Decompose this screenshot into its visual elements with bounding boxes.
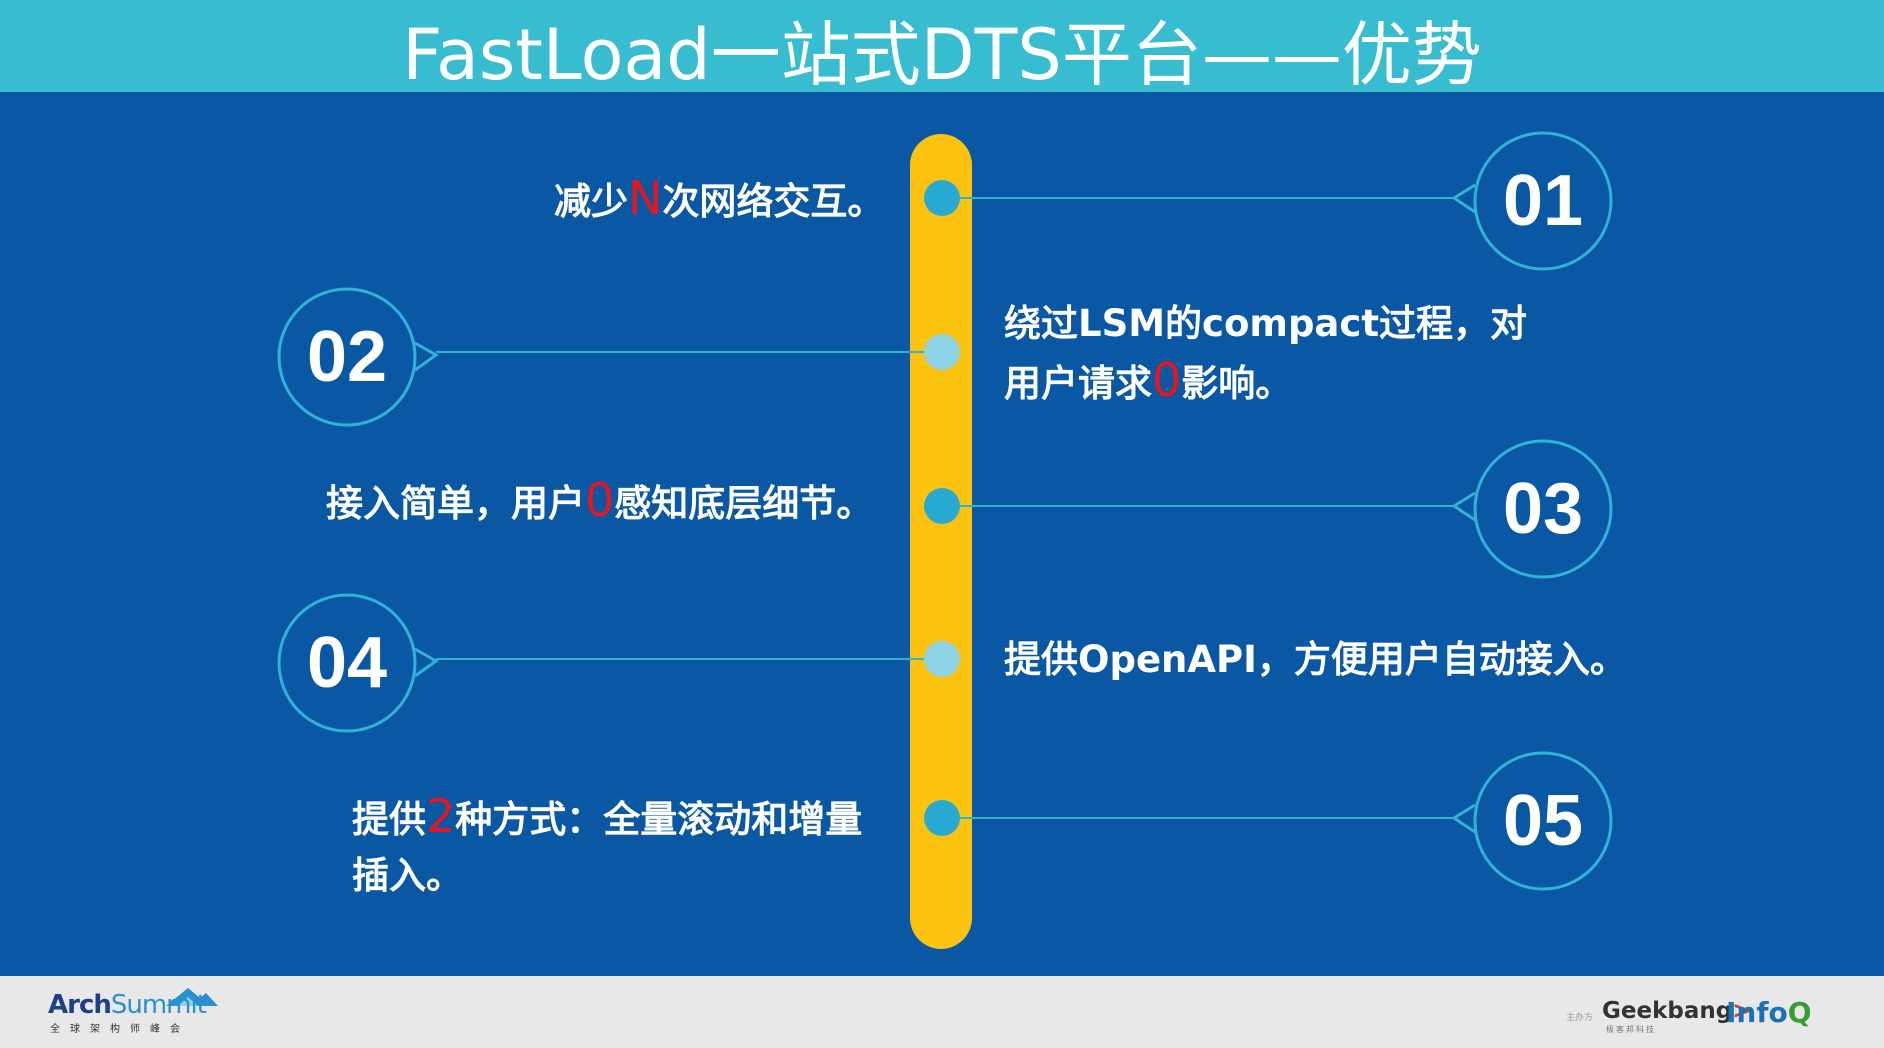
badge-number-05: 05 — [1502, 781, 1584, 861]
archsummit-arch: Arch — [48, 990, 112, 1020]
number-badge-04: 04 — [276, 592, 439, 754]
footer-bar — [0, 976, 1884, 1048]
infoq-info: Info — [1726, 996, 1788, 1029]
item-text-02: 绕过LSM的compact过程，对 用户请求0影响。 — [1004, 296, 1527, 412]
badge-number-04: 04 — [306, 623, 388, 703]
item-text-02-part-2: 影响。 — [1181, 362, 1293, 405]
item-text-05-line-2: 插入。 — [352, 854, 463, 897]
timeline-dot-03 — [924, 488, 960, 524]
item-text-03-part-1: 接入简单，用户 — [326, 482, 585, 525]
timeline-dot-02 — [924, 334, 960, 370]
geekbang-logo: Geekbang> — [1602, 998, 1751, 1024]
item-text-01-highlight: N — [628, 171, 663, 225]
connector-line-05 — [944, 817, 1456, 819]
timeline-dot-05 — [924, 800, 960, 836]
item-text-02-line-1: 绕过LSM的compact过程，对 — [1004, 302, 1528, 345]
number-badge-03: 03 — [1451, 438, 1634, 600]
archsummit-summit: Summit — [110, 990, 207, 1020]
mountain-icon — [166, 988, 218, 1006]
badge-number-02: 02 — [306, 317, 388, 397]
number-badge-01: 01 — [1451, 130, 1634, 292]
item-text-04: 提供OpenAPI，方便用户自动接入。 — [1004, 632, 1627, 688]
infoq-q: Q — [1787, 996, 1812, 1029]
geekbang-arrow: > — [1732, 998, 1752, 1024]
archsummit-subtitle: 全球架构师峰会 — [50, 1024, 190, 1035]
timeline-dot-01 — [924, 180, 960, 216]
sponsor-label: 主办方 — [1566, 1013, 1594, 1023]
connector-line-01 — [944, 197, 1456, 199]
item-text-05-part-1: 提供 — [352, 798, 426, 841]
item-text-03-part-2: 感知底层细节。 — [614, 482, 874, 525]
item-text-02-line-2: 用户请求0影响。 — [1004, 352, 1527, 412]
slide-title: FastLoad一站式DTS平台——优势 — [0, 0, 1884, 92]
number-badge-02: 02 — [276, 286, 439, 448]
item-text-05-highlight: 2 — [426, 789, 456, 843]
connector-line-02 — [436, 351, 942, 353]
connector-line-03 — [944, 505, 1456, 507]
geekbang-wordmark: Geekbang — [1602, 998, 1733, 1024]
item-text-05-part-2: 种方式：全量滚动和增量 — [455, 798, 863, 841]
item-text-02-part-1: 用户请求 — [1004, 362, 1152, 405]
badge-ring-02 — [277, 287, 439, 427]
badge-number-01: 01 — [1502, 161, 1584, 241]
archsummit-wordmark: ArchSummit — [48, 990, 207, 1020]
item-text-05-line-1: 提供2种方式：全量滚动和增量 — [352, 788, 862, 848]
item-text-02-highlight: 0 — [1152, 353, 1182, 407]
badge-ring-05 — [1451, 751, 1613, 891]
item-text-01-part-2: 次网络交互。 — [662, 180, 885, 223]
badge-number-03: 03 — [1502, 469, 1584, 549]
item-text-01-part-1: 减少 — [554, 180, 628, 223]
timeline-dot-04 — [924, 641, 960, 677]
item-text-05: 提供2种方式：全量滚动和增量 插入。 — [352, 788, 862, 904]
number-badge-05: 05 — [1451, 750, 1634, 912]
item-text-03: 接入简单，用户0感知底层细节。 — [326, 472, 873, 532]
infoq-logo: InfoQ — [1726, 996, 1812, 1029]
geekbang-subtitle: 极客邦科技 — [1606, 1025, 1656, 1034]
archsummit-logo: ArchSummit 全球架构师峰会 — [48, 988, 218, 1042]
badge-ring-01 — [1451, 131, 1613, 271]
item-text-01: 减少N次网络交互。 — [554, 170, 884, 230]
item-text-03-highlight: 0 — [585, 473, 615, 527]
connector-line-04 — [436, 658, 942, 660]
badge-ring-03 — [1451, 439, 1613, 579]
item-text-04-line-1: 提供OpenAPI，方便用户自动接入。 — [1004, 638, 1627, 681]
badge-ring-04 — [277, 593, 439, 733]
